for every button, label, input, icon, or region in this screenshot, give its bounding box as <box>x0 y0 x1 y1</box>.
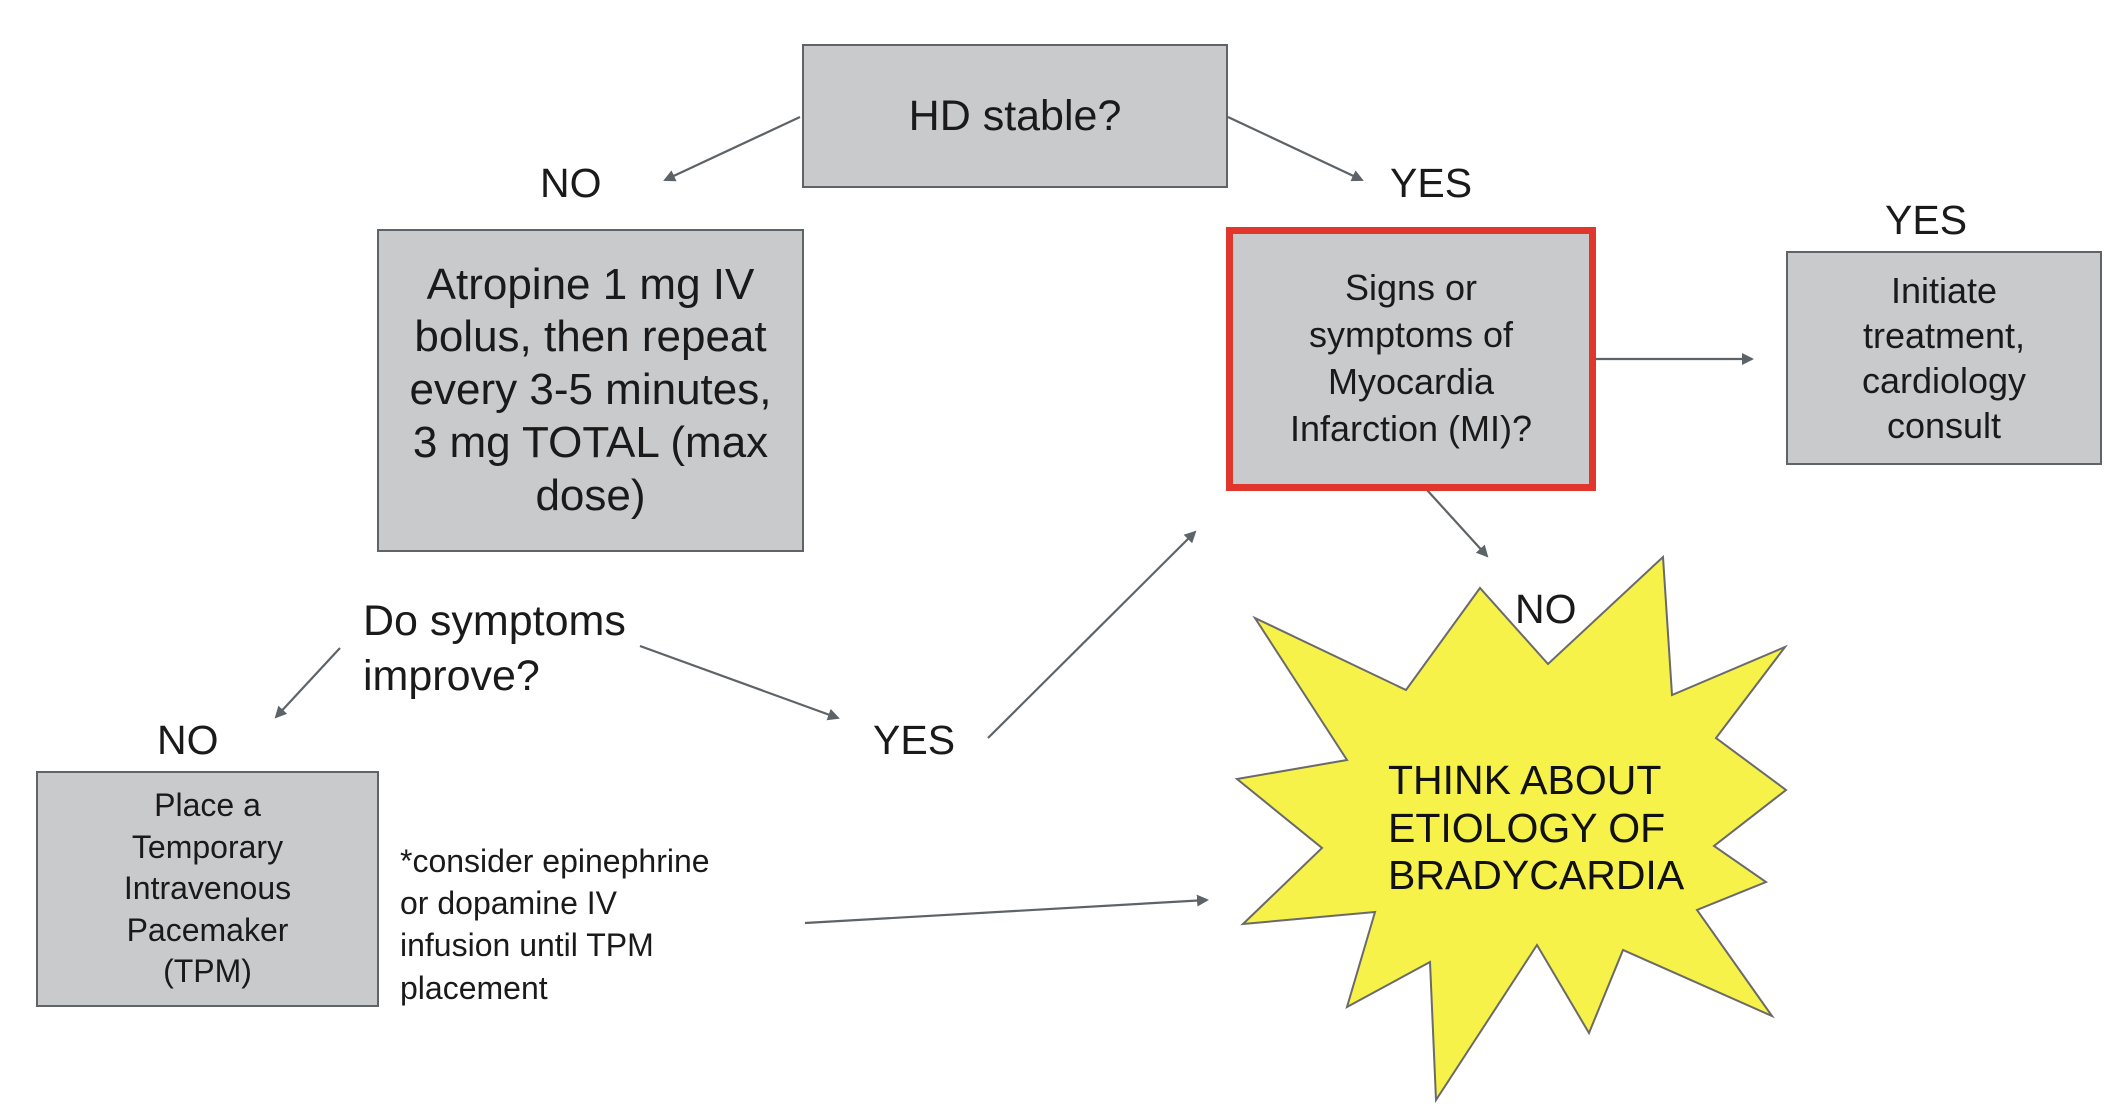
initiate-treatment-text: Initiate treatment, cardiology consult <box>1861 270 2027 446</box>
arrow-hd-to-no <box>663 116 801 182</box>
hd-stable-text: HD stable? <box>908 91 1122 140</box>
atropine-text: Atropine 1 mg IV bolus, then repeat ever… <box>409 259 772 520</box>
pacemaker-text: Place a Temporary Intravenous Pacemaker … <box>123 787 292 990</box>
arrow-note-to-etiology <box>804 894 1209 925</box>
mi-question-box: Signs or symptoms of Myocardia Infarctio… <box>1226 227 1596 491</box>
arrow-improve-to-yes <box>639 644 840 721</box>
symptoms-improve-question: Do symptoms improve? <box>363 597 626 700</box>
arrow-yes-to-mi <box>987 530 1197 739</box>
mi-question-text: Signs or symptoms of Myocardia Infarctio… <box>1289 267 1533 449</box>
edge-label-mi-yes: YES <box>1885 197 1968 243</box>
consider-note: *consider epinephrine or dopamine IV inf… <box>400 843 710 1006</box>
edge-label-hd-no: NO <box>540 160 602 206</box>
edge-label-improve-yes: YES <box>873 717 956 763</box>
atropine-box: Atropine 1 mg IV bolus, then repeat ever… <box>377 229 804 552</box>
initiate-treatment-box: Initiate treatment, cardiology consult <box>1786 251 2102 465</box>
hd-stable-box: HD stable? <box>802 44 1228 188</box>
arrow-hd-to-yes <box>1227 116 1364 182</box>
edge-label-hd-yes: YES <box>1390 160 1473 206</box>
arrow-mi-to-no <box>1426 489 1489 558</box>
edge-label-improve-no: NO <box>157 717 219 763</box>
etiology-burst-text: THINK ABOUT ETIOLOGY OF BRADYCARDIA <box>1388 757 1685 899</box>
pacemaker-box: Place a Temporary Intravenous Pacemaker … <box>36 771 379 1007</box>
edge-label-mi-no: NO <box>1515 586 1577 632</box>
arrow-improve-to-no <box>274 647 341 719</box>
